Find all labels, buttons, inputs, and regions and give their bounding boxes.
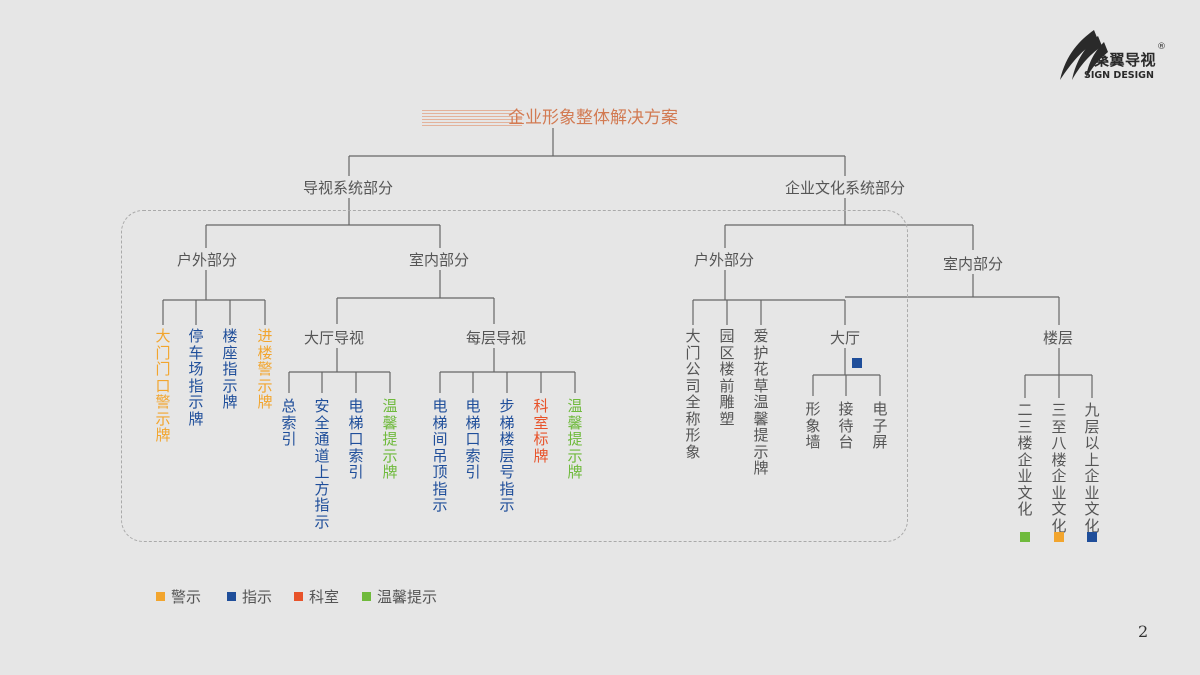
brand-subtitle: SIGN DESIGN (1084, 70, 1154, 81)
legend-swatch (227, 592, 236, 601)
legend-item: 警示 (156, 586, 201, 607)
floor-item: 电梯间吊顶指示 (432, 397, 448, 514)
brand-name: 桑翼导视 (1094, 51, 1157, 69)
brand-logo-icon (1060, 30, 1108, 80)
culture-outdoor-item: 园区楼前雕塑 (719, 327, 735, 428)
legend-label: 警示 (171, 588, 202, 606)
floor-category-marker (1020, 532, 1030, 542)
floor-item: 步梯楼层号指示 (499, 397, 515, 514)
hall-item: 接待台 (838, 400, 854, 451)
node-culture-indoor: 室内部分 (943, 255, 1004, 273)
hall-item: 形象墙 (805, 400, 821, 451)
node-lobby-guide: 大厅导视 (304, 329, 365, 347)
guide-outdoor-item: 进楼警示牌 (257, 327, 273, 411)
lobby-item: 电梯口索引 (348, 397, 364, 481)
floors-item: 二三楼企业文化 (1017, 401, 1033, 518)
hall-item: 电子屏 (872, 400, 888, 451)
legend-swatch (156, 592, 165, 601)
lobby-item: 温馨提示牌 (382, 397, 398, 481)
legend-label: 科室 (309, 588, 340, 606)
node-guide-indoor: 室内部分 (409, 251, 470, 269)
culture-outdoor-item: 爱护花草温馨提示牌 (753, 327, 769, 477)
node-guide-outdoor: 户外部分 (177, 251, 238, 269)
floor-item: 温馨提示牌 (567, 397, 583, 481)
legend-item: 温馨提示 (362, 586, 437, 607)
node-floor-guide: 每层导视 (466, 329, 527, 347)
page-number: 2 (1138, 622, 1149, 641)
node-guide-system: 导视系统部分 (303, 179, 394, 197)
title-decor-bar (422, 110, 522, 126)
floors-item: 三至八楼企业文化 (1051, 401, 1067, 535)
guide-outdoor-item: 停车场指示牌 (188, 327, 204, 428)
legend-item: 指示 (227, 586, 272, 607)
lobby-item: 总索引 (281, 397, 297, 448)
node-culture-outdoor: 户外部分 (694, 251, 755, 269)
node-hall: 大厅 (830, 329, 861, 347)
legend-swatch (294, 592, 303, 601)
floor-category-marker (1087, 532, 1097, 542)
page-title: 企业形象整体解决方案 (508, 108, 678, 128)
guide-system-frame (121, 210, 908, 542)
floor-item: 电梯口索引 (465, 397, 481, 481)
floor-item: 科室标牌 (533, 397, 549, 465)
legend-label: 指示 (242, 588, 273, 606)
hall-marker (852, 358, 862, 368)
lobby-item: 安全通道上方指示 (314, 397, 330, 531)
node-culture-system: 企业文化系统部分 (785, 179, 906, 197)
registered-mark: ® (1157, 42, 1166, 52)
floor-category-marker (1054, 532, 1064, 542)
floors-item: 九层以上企业文化 (1084, 401, 1100, 535)
guide-outdoor-item: 大门门口警示牌 (155, 327, 171, 444)
legend-swatch (362, 592, 371, 601)
culture-outdoor-item: 大门公司全称形象 (685, 327, 701, 461)
guide-outdoor-item: 楼座指示牌 (222, 327, 238, 411)
node-floors: 楼层 (1043, 329, 1074, 347)
legend-label: 温馨提示 (377, 588, 438, 606)
legend-item: 科室 (294, 586, 339, 607)
